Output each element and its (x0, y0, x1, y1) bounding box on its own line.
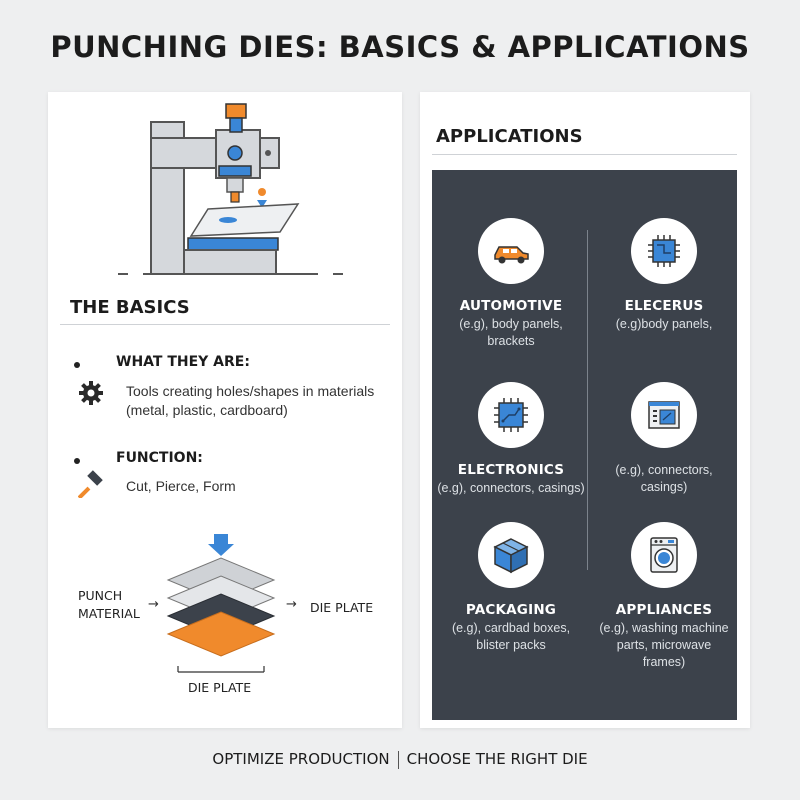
footer-right-text: CHOOSE THE RIGHT DIE (406, 750, 588, 768)
app-elecerus: ELECERUS (e.g)body panels, (589, 218, 739, 333)
app-name: ELECERUS (624, 298, 704, 314)
applications-heading: APPLICATIONS (436, 126, 583, 147)
gear-icon (79, 381, 103, 405)
basics-heading: THE BASICS (70, 297, 190, 318)
column-divider (587, 230, 588, 570)
footer-separator (397, 750, 399, 769)
label-material: MATERIAL (78, 606, 140, 621)
layer-die (166, 611, 276, 657)
app-desc: (e.g)body panels, (615, 317, 713, 331)
app-desc: (e.g), body panels, (459, 317, 563, 331)
app-name: PACKAGING (465, 602, 557, 618)
box-icon (493, 538, 529, 574)
punch-press-illustration (118, 103, 343, 275)
applications-panel: APPLICATIONS AUTOMOTIVE (e.g), body pane… (420, 92, 750, 728)
footer-left-text: OPTIMIZE PRODUCTION (212, 750, 390, 768)
chip-icon (648, 235, 680, 267)
app-desc: (e.g), washing machine (599, 621, 729, 635)
die-layer-diagram: → → (148, 534, 297, 673)
app-name: APPLIANCES (615, 602, 713, 618)
footer-tagline: OPTIMIZE PRODUCTION CHOOSE THE RIGHT DIE (0, 750, 800, 769)
what-they-are-heading: WHAT THEY ARE: (116, 354, 250, 370)
car-icon (494, 246, 529, 264)
app-desc: blister packs (476, 638, 546, 652)
washing-machine-icon (650, 537, 678, 573)
control-panel-icon (648, 401, 680, 429)
app-desc: (e.g), connectors, casings) (437, 481, 585, 495)
function-text: Cut, Pierce, Form (126, 478, 236, 494)
bullet-dot (74, 362, 80, 368)
label-punch: PUNCH (78, 588, 123, 603)
app-automotive: AUTOMOTIVE (e.g), body panels, brackets (436, 218, 586, 350)
app-appliances: APPLIANCES (e.g), washing machine parts,… (589, 522, 739, 671)
svg-text:→: → (148, 597, 159, 612)
app-desc: (e.g), cardbad boxes, (451, 621, 571, 635)
app-control-panel: (e.g), connectors, casings) (589, 382, 739, 496)
app-desc: frames) (642, 655, 686, 669)
circuit-board-icon (494, 398, 528, 432)
hammer-icon (78, 470, 103, 498)
app-desc: (e.g), connectors, (615, 463, 713, 477)
app-desc: casings) (640, 480, 688, 494)
applications-divider (432, 154, 737, 155)
app-name: AUTOMOTIVE (459, 298, 563, 314)
svg-text:→: → (286, 597, 297, 612)
app-desc: brackets (487, 334, 535, 348)
app-desc: parts, microwave (616, 638, 712, 652)
bullet-dot (74, 458, 80, 464)
function-heading: FUNCTION: (116, 450, 203, 466)
app-electronics: ELECTRONICS (e.g), connectors, casings) (436, 382, 586, 497)
page-title: PUNCHING DIES: BASICS & APPLICATIONS (50, 30, 750, 64)
basics-panel: THE BASICS WHAT THEY ARE: Tools creating… (48, 92, 402, 728)
label-die-plate-bottom: DIE PLATE (188, 680, 252, 695)
what-they-are-line2: (metal, plastic, cardboard) (126, 402, 288, 418)
basics-divider (60, 324, 390, 325)
what-they-are-line1: Tools creating holes/shapes in materials (126, 383, 375, 399)
applications-grid: AUTOMOTIVE (e.g), body panels, brackets (432, 170, 737, 720)
app-packaging: PACKAGING (e.g), cardbad boxes, blister … (436, 522, 586, 654)
label-die-plate-right: DIE PLATE (310, 600, 374, 615)
app-name: ELECTRONICS (457, 462, 565, 478)
